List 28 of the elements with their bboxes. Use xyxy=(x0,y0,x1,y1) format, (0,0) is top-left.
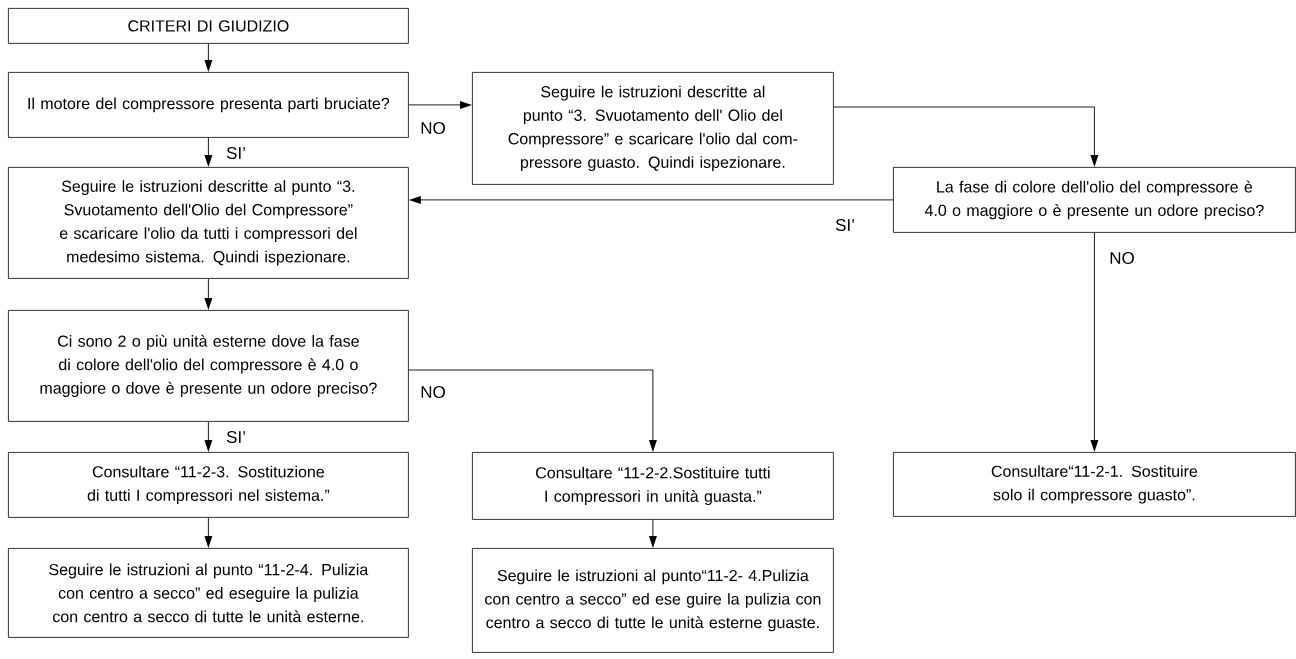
process-box: Consultare “11-2-3. Sostituzione di tutti I compressori nel sistema.” xyxy=(8,452,409,518)
arrow xyxy=(204,278,213,310)
process-box: La fase di colore dell'olio del compressore è 4.0 o maggiore o è presente un odore preciso? xyxy=(893,167,1296,233)
edge-label: NO xyxy=(419,385,447,399)
arrow xyxy=(408,195,894,204)
edge-label: SI’ xyxy=(225,430,247,444)
arrow xyxy=(204,43,213,72)
edge-label: NO xyxy=(1108,251,1136,265)
edge-label: SI’ xyxy=(225,146,247,160)
process-box: Consultare “11-2-2.Sostituire tutti I compressori in unità guasta.” xyxy=(472,452,834,520)
edge-label: SI’ xyxy=(834,218,856,232)
process-box: Ci sono 2 o più unità esterne dove la fase di colore dell'olio del compressore è 4.0 o maggiore o dove è presente un odore preciso? xyxy=(8,310,409,422)
arrow xyxy=(833,106,1099,167)
arrow xyxy=(408,369,657,452)
process-box: Seguire le istruzioni descritte al punto “3. Svuotamento dell'Olio del Compressore” e scaricare l'olio da tutti i compressori del medesimo sistema. Quindi ispezionare. xyxy=(8,167,409,279)
arrow xyxy=(204,517,213,548)
process-box: CRITERI DI GIUDIZIO xyxy=(8,8,409,44)
process-box: Seguire le istruzioni al punto“11-2- 4.Pulizia con centro a secco” ed ese guire la pulizia con centro a secco di tutte le unità esterne guaste. xyxy=(472,548,834,653)
process-box: Seguire le istruzioni al punto “11-2-4. Pulizia con centro a secco” ed eseguire la pulizia con centro a secco di tutte le unità esterne. xyxy=(8,548,409,638)
edge-label: NO xyxy=(419,121,447,135)
arrow xyxy=(204,421,213,452)
arrow xyxy=(1090,232,1099,452)
arrow xyxy=(648,519,657,548)
arrow xyxy=(408,100,472,109)
arrow xyxy=(204,137,213,167)
process-box: Consultare“11-2-1. Sostituire solo il compressore guasto”. xyxy=(893,452,1296,517)
process-box: Il motore del compressore presenta parti bruciate? xyxy=(8,72,409,138)
process-box: Seguire le istruzioni descritte al punto “3. Svuotamento dell' Olio del Compressore” e scaricare l'olio dal com- pressore guasto. Quindi ispezionare. xyxy=(472,72,834,185)
